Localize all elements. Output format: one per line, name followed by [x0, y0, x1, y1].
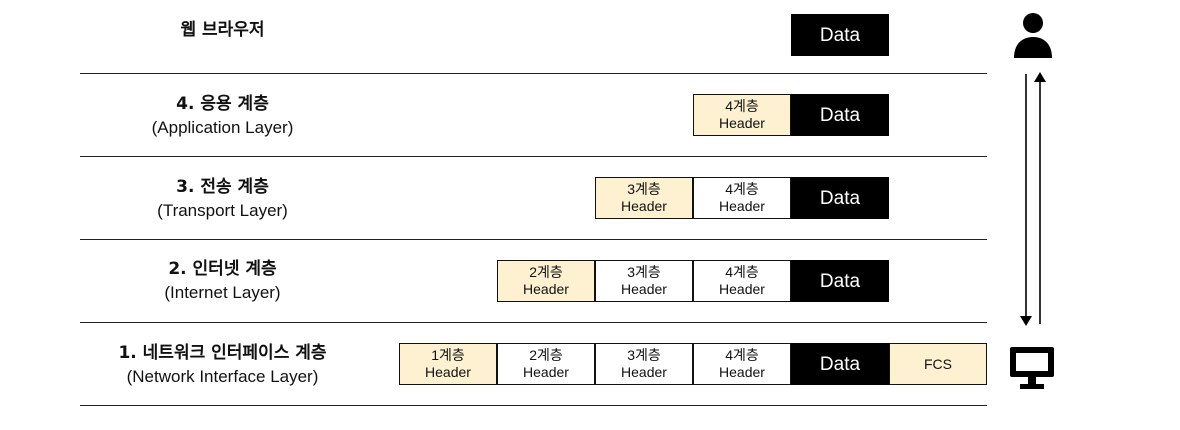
- header-layer-text: 4계층: [725, 347, 759, 363]
- header-word-text: Header: [719, 115, 765, 131]
- header-word-text: Header: [719, 198, 765, 214]
- user-icon: [1014, 13, 1052, 58]
- fcs-label: FCS: [924, 355, 952, 372]
- header-word-text: Header: [523, 281, 569, 297]
- data-block: Data: [791, 260, 889, 302]
- layer2-header-block: 2계층 Header: [497, 343, 595, 385]
- computer-monitor-icon: [1010, 347, 1054, 389]
- layer4-header-block: 4계층 Header: [693, 260, 791, 302]
- layer-name-ko: 웹 브라우저: [180, 20, 265, 40]
- data-block: Data: [791, 14, 889, 56]
- layer4-header-block: 4계층 Header: [693, 177, 791, 219]
- data-label: Data: [819, 24, 861, 46]
- layer-name-ko: 2. 인터넷 계층: [168, 259, 277, 279]
- layer-name-ko: 1. 네트워크 인터페이스 계층: [118, 343, 327, 363]
- layer3-header-block: 3계층 Header: [595, 260, 693, 302]
- layer3-header-block: 3계층 Header: [595, 343, 693, 385]
- layer-name-en: (Transport Layer): [157, 201, 288, 220]
- header-layer-text: 4계층: [725, 181, 759, 197]
- header-layer-text: 3계층: [627, 347, 661, 363]
- header-layer-text: 2계층: [529, 347, 563, 363]
- layer4-header-block: 4계층 Header: [693, 343, 791, 385]
- header-word-text: Header: [425, 364, 471, 380]
- header-word-text: Header: [719, 281, 765, 297]
- data-label: Data: [819, 270, 861, 292]
- header-layer-text: 4계층: [725, 264, 759, 280]
- layer-name-ko: 4. 응용 계층: [176, 94, 269, 114]
- header-layer-text: 1계층: [431, 347, 465, 363]
- data-label: Data: [819, 104, 861, 126]
- layer-divider: [80, 322, 987, 323]
- fcs-block: FCS: [889, 343, 987, 385]
- header-word-text: Header: [621, 198, 667, 214]
- data-block: Data: [791, 94, 889, 136]
- header-layer-text: 3계층: [627, 264, 661, 280]
- header-layer-text: 4계층: [725, 98, 759, 114]
- layer-label-browser: 웹 브라우저: [60, 18, 385, 42]
- header-layer-text: 3계층: [627, 181, 661, 197]
- layer1-header-block: 1계층 Header: [399, 343, 497, 385]
- layer-divider: [80, 73, 987, 74]
- layer-name-ko: 3. 전송 계층: [176, 177, 269, 197]
- header-word-text: Header: [621, 364, 667, 380]
- layer-label-application: 4. 응용 계층 (Application Layer): [60, 92, 385, 140]
- header-word-text: Header: [719, 364, 765, 380]
- layer3-header-block: 3계층 Header: [595, 177, 693, 219]
- layer-name-en: (Internet Layer): [164, 283, 281, 302]
- layer-divider: [80, 239, 987, 240]
- layer-divider: [80, 156, 987, 157]
- data-block: Data: [791, 177, 889, 219]
- header-word-text: Header: [523, 364, 569, 380]
- layer4-header-block: 4계층 Header: [693, 94, 791, 136]
- layer-divider: [80, 405, 987, 406]
- layer-label-network-interface: 1. 네트워크 인터페이스 계층 (Network Interface Laye…: [60, 341, 385, 389]
- header-word-text: Header: [621, 281, 667, 297]
- data-label: Data: [819, 353, 861, 375]
- up-down-arrows-icon: [1020, 72, 1046, 326]
- data-block: Data: [791, 343, 889, 385]
- layer-label-internet: 2. 인터넷 계층 (Internet Layer): [60, 257, 385, 305]
- data-label: Data: [819, 187, 861, 209]
- header-layer-text: 2계층: [529, 264, 563, 280]
- layer-label-transport: 3. 전송 계층 (Transport Layer): [60, 175, 385, 223]
- layer-name-en: (Network Interface Layer): [126, 367, 319, 386]
- layer-name-en: (Application Layer): [151, 118, 294, 137]
- layer2-header-block: 2계층 Header: [497, 260, 595, 302]
